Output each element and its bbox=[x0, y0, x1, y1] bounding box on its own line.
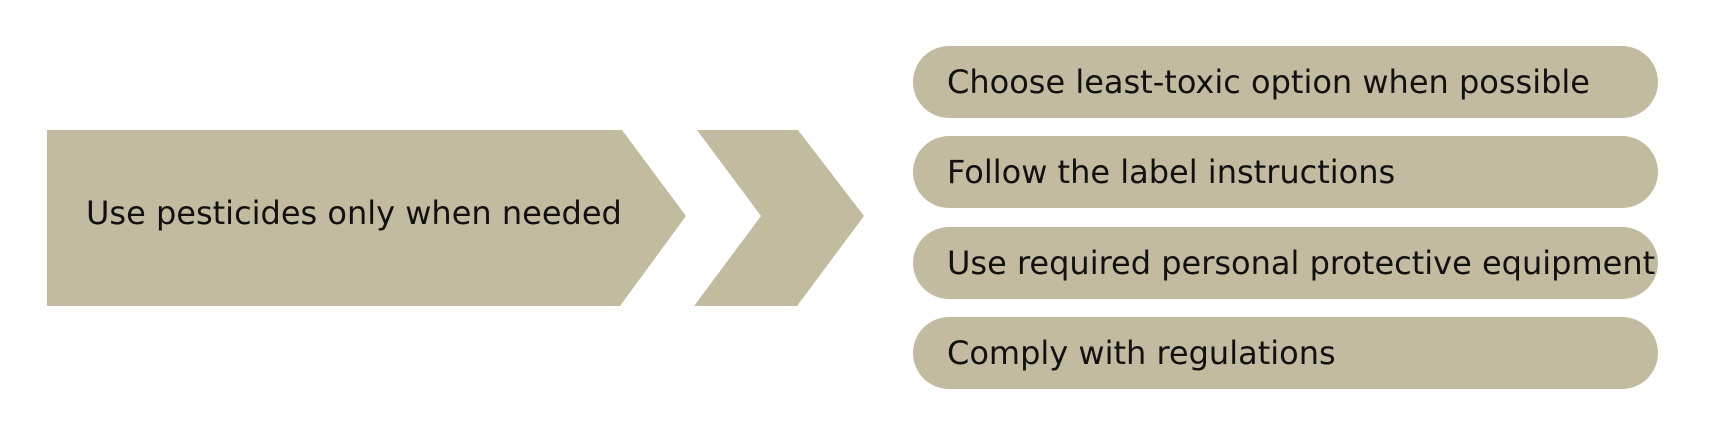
practice-ppe: Use required personal protective equipme… bbox=[913, 227, 1658, 299]
practice-comply-regulations: Comply with regulations bbox=[913, 317, 1658, 389]
practice-follow-label: Follow the label instructions bbox=[913, 136, 1658, 208]
practice-label: Choose least-toxic option when possible bbox=[947, 63, 1590, 101]
chevron-shape bbox=[694, 130, 864, 306]
practice-label: Comply with regulations bbox=[947, 334, 1336, 372]
practice-least-toxic-option: Choose least-toxic option when possible bbox=[913, 46, 1658, 118]
practice-label: Use required personal protective equipme… bbox=[947, 244, 1656, 282]
main-arrow-shape bbox=[47, 130, 686, 306]
practice-label: Follow the label instructions bbox=[947, 153, 1396, 191]
main-arrow-label: Use pesticides only when needed bbox=[86, 194, 622, 232]
